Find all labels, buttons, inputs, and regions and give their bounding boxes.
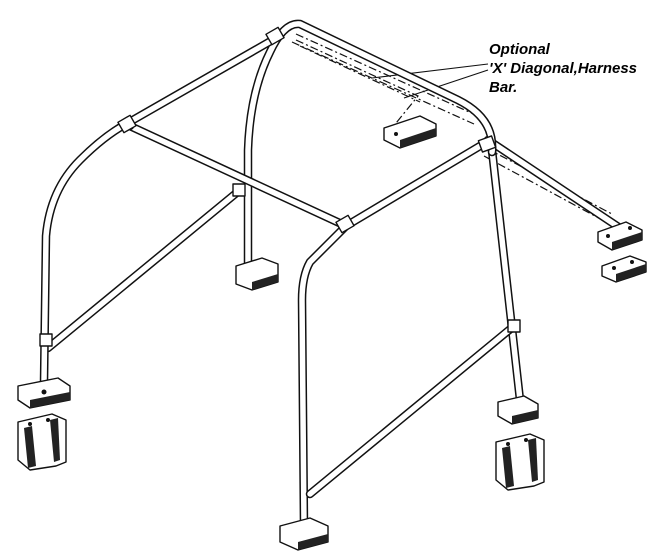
foot-plate-front-left	[17, 377, 71, 409]
rear-stay-right	[483, 135, 625, 233]
main-hoop	[243, 19, 525, 405]
loose-plate-stay	[601, 255, 647, 283]
callout-line-2: 'X' Diagonal,Harness	[489, 60, 638, 77]
door-bar-left	[43, 185, 245, 353]
roof-cross-bar	[125, 121, 351, 231]
callout-line-3: Bar.	[489, 79, 518, 96]
foot-plate-rear-left	[235, 257, 279, 291]
joint-clamps	[39, 26, 521, 347]
foot-plate-front-right	[279, 517, 329, 551]
roof-side-bar-left	[121, 33, 281, 129]
door-bar-right	[305, 321, 519, 499]
callout-leader-lines	[371, 63, 489, 99]
front-hoop	[39, 119, 497, 531]
stay-foot-plate	[597, 221, 643, 251]
callout-line-1: Optional	[489, 41, 550, 58]
foot-plate-rear-right	[497, 395, 539, 425]
optional-bar-callout: Optional 'X' Diagonal,Harness Bar.	[489, 40, 637, 97]
loose-bracket-right	[495, 433, 545, 491]
loose-bracket-left	[17, 413, 67, 471]
harness-bar-bracket	[383, 115, 437, 149]
